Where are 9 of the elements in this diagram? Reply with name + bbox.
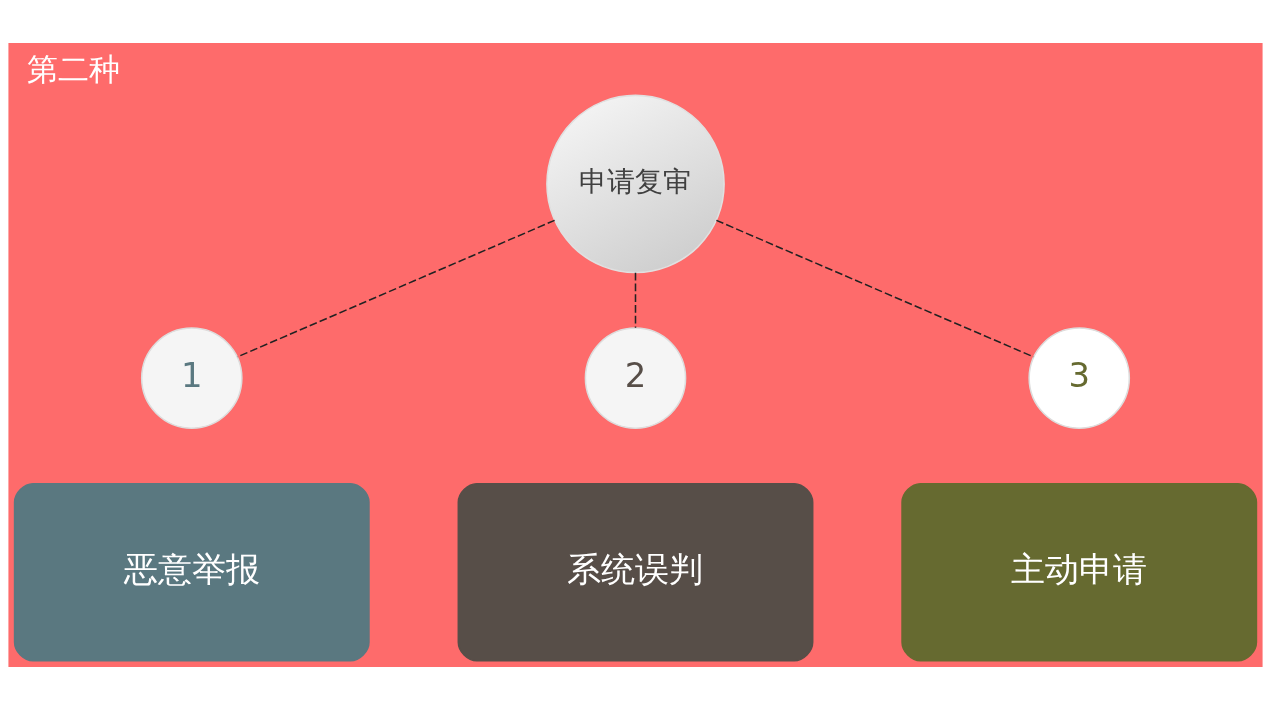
node-circle: 申请复审 xyxy=(546,94,725,274)
node-box: 恶意举报 xyxy=(13,482,370,662)
node-box: 系统误判 xyxy=(457,482,814,662)
node-circle: 1 xyxy=(140,327,243,429)
diagram-title: 第二种 xyxy=(27,50,121,87)
node-box: 主动申请 xyxy=(901,482,1258,662)
node-circle: 3 xyxy=(1028,327,1131,429)
connector xyxy=(634,271,637,329)
node-circle: 2 xyxy=(584,327,687,429)
